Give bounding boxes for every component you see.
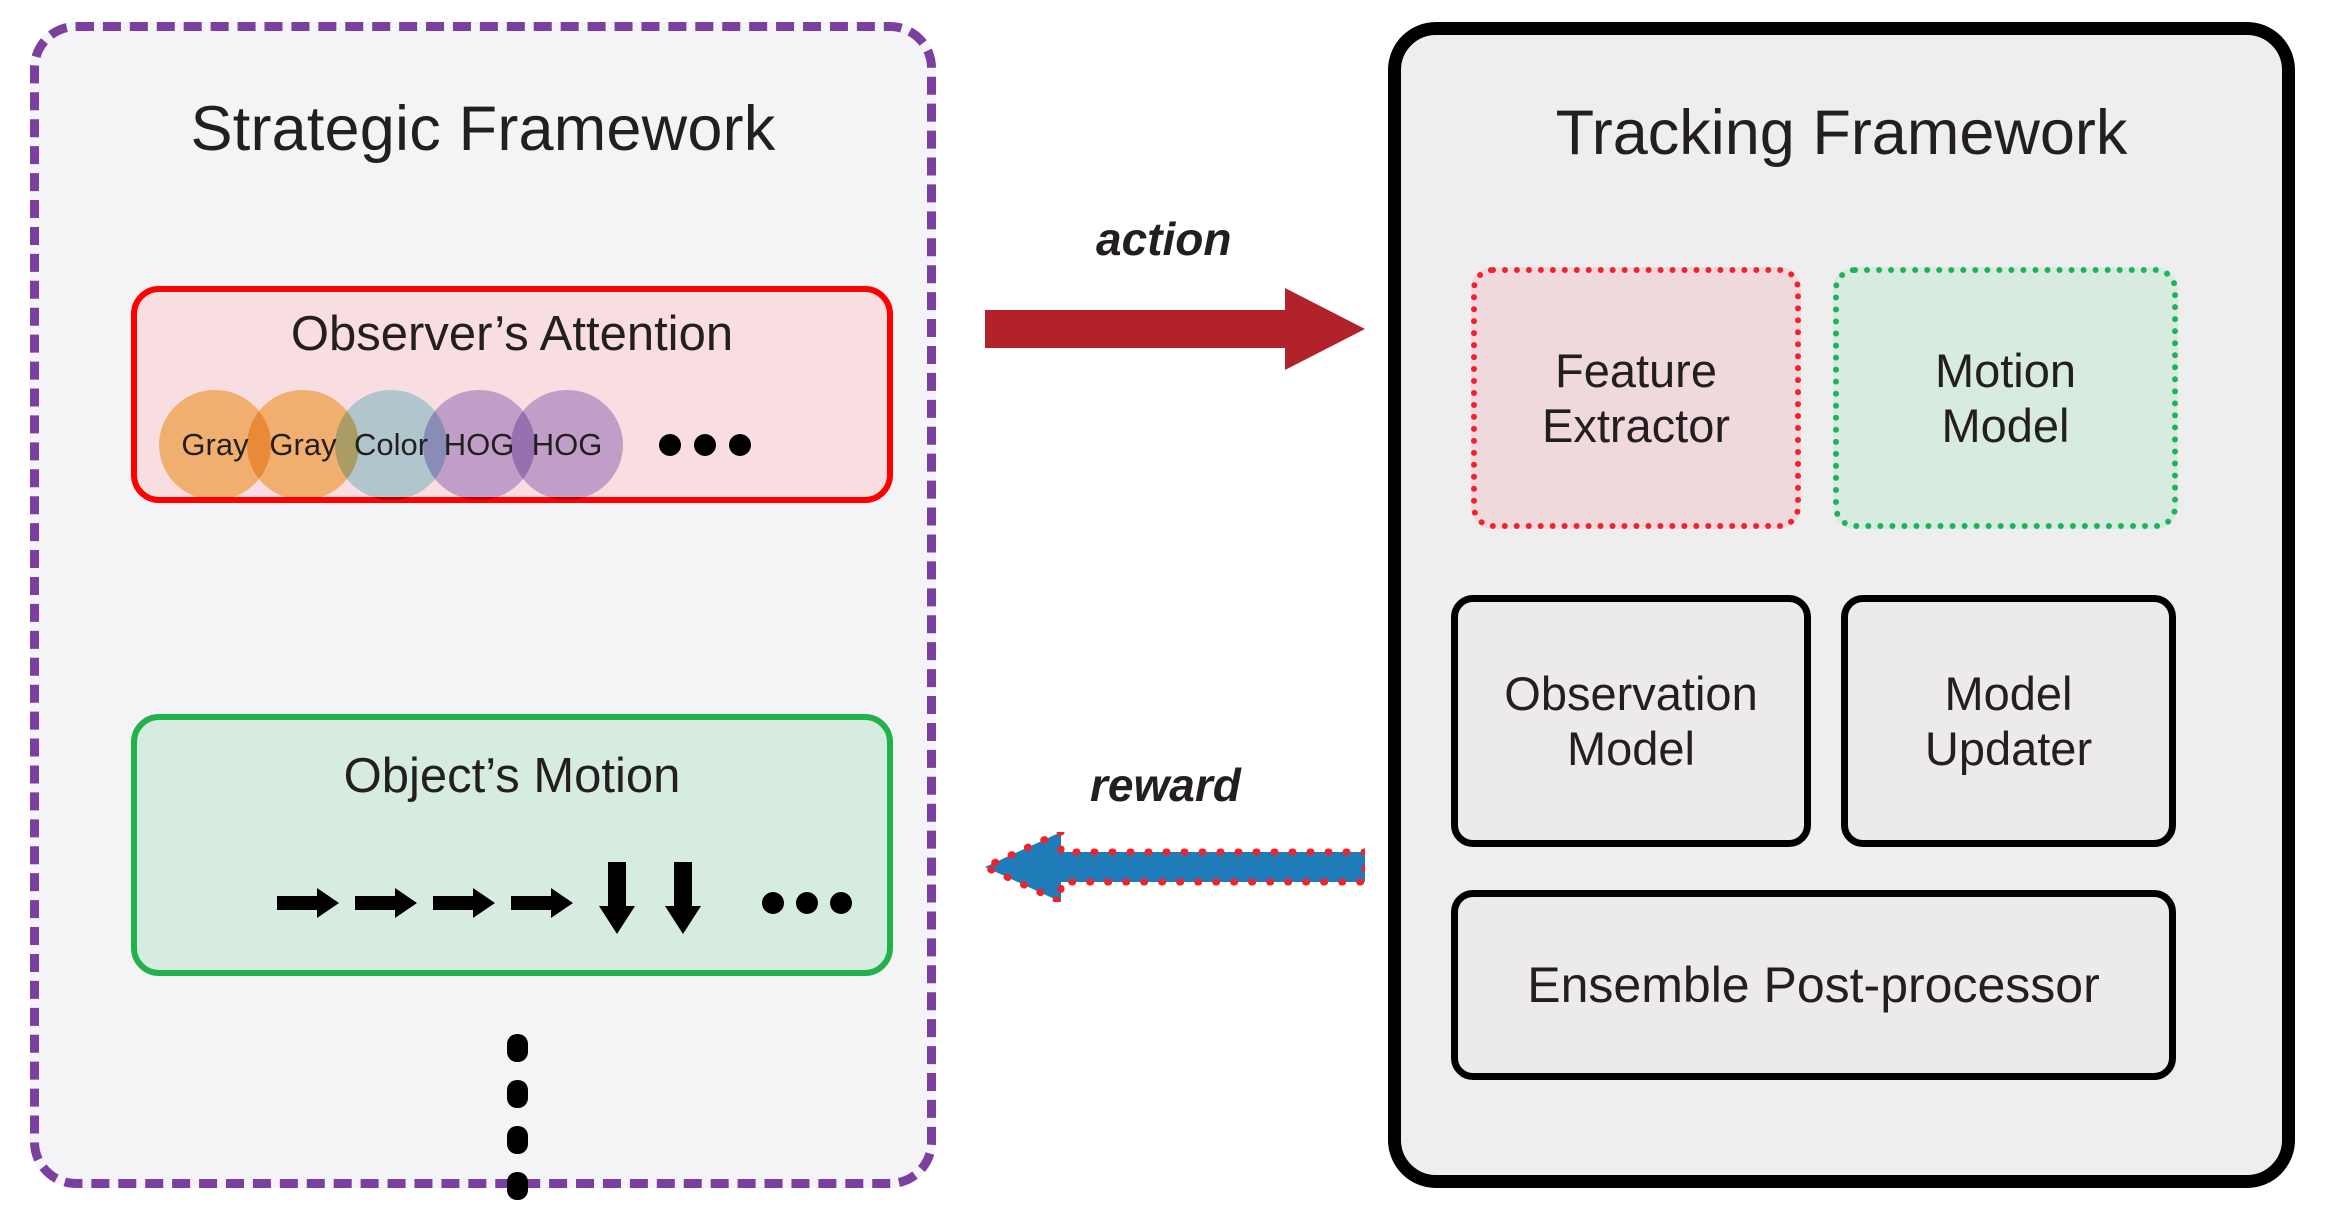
strategic-framework-title: Strategic Framework <box>190 94 776 164</box>
feature-label-hog-2: HOG <box>531 427 603 462</box>
tracking-framework-title: Tracking Framework <box>1555 98 2128 168</box>
attention-horizontal-ellipsis <box>659 434 751 456</box>
arrow-right-icon <box>277 888 339 918</box>
reward-arrow-label: reward <box>1090 759 1241 811</box>
ensemble-post-processor-module: Ensemble Post-processor <box>1451 890 2176 1080</box>
feature-circle-row: Gray Gray Color HOG HOG <box>159 390 879 500</box>
feature-circle-hog-2 <box>511 390 623 500</box>
reward-arrow <box>981 828 1369 906</box>
action-arrow <box>985 288 1365 370</box>
arrow-down-icon <box>665 862 701 934</box>
action-arrow-label: action <box>1096 213 1232 265</box>
feature-label-hog-1: HOG <box>443 427 515 462</box>
arrow-down-icon <box>599 862 635 934</box>
feature-label-gray-2: Gray <box>269 427 337 462</box>
motion-arrow-sequence <box>137 860 887 950</box>
observers-attention-title: Observer’s Attention <box>290 307 734 361</box>
motion-horizontal-ellipsis <box>762 892 852 914</box>
feature-label-gray-1: Gray <box>181 427 249 462</box>
observers-attention-card: Observer’s Attention Gray Gray Color HOG… <box>131 286 893 503</box>
arrow-right-icon <box>355 888 417 918</box>
vertical-ellipsis <box>507 1034 528 1200</box>
arrow-right-icon <box>511 888 573 918</box>
feature-label-color: Color <box>353 427 429 462</box>
objects-motion-title: Object’s Motion <box>343 749 681 803</box>
objects-motion-card: Object’s Motion <box>131 714 893 976</box>
arrow-right-icon <box>433 888 495 918</box>
strategic-framework-panel: Strategic Framework Observer’s Attention… <box>30 22 936 1200</box>
